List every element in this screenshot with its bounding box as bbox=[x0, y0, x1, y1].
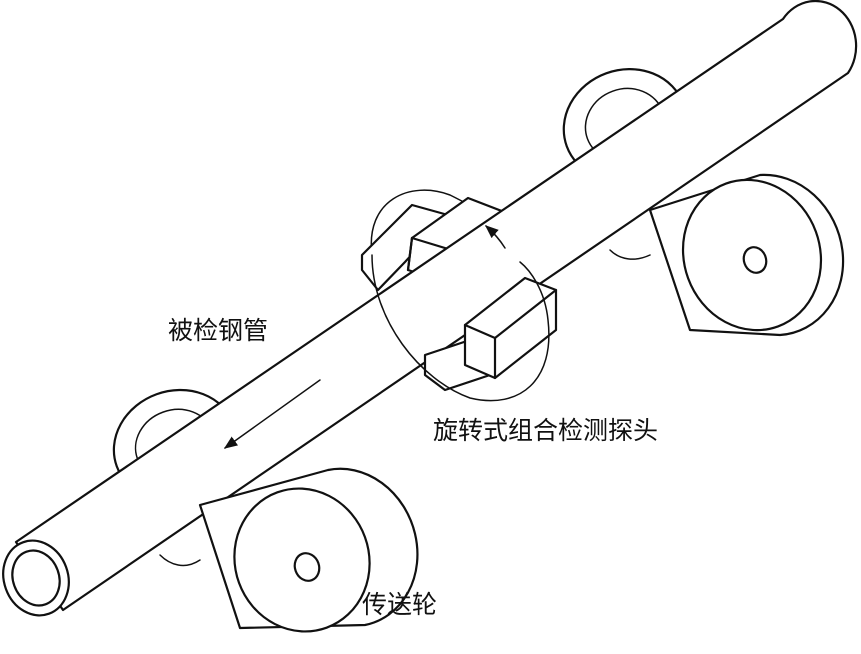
label-steel-pipe: 被检钢管 bbox=[168, 316, 269, 345]
label-rotating-probe: 旋转式组合检测探头 bbox=[433, 416, 659, 445]
steel-pipe bbox=[2, 0, 858, 617]
label-conveyor-wheel: 传送轮 bbox=[362, 590, 438, 619]
probe-block-lower bbox=[423, 276, 558, 392]
front-right-wheel bbox=[648, 173, 845, 337]
rotation-arrow bbox=[484, 225, 506, 249]
rotation-path-front bbox=[371, 254, 550, 402]
front-left-wheel bbox=[198, 467, 419, 633]
front-right-wheel-hub bbox=[742, 246, 768, 274]
pipe-end-inner bbox=[11, 549, 61, 607]
front-left-wheel-hub bbox=[293, 552, 321, 582]
travel-direction-arrow bbox=[223, 379, 321, 449]
